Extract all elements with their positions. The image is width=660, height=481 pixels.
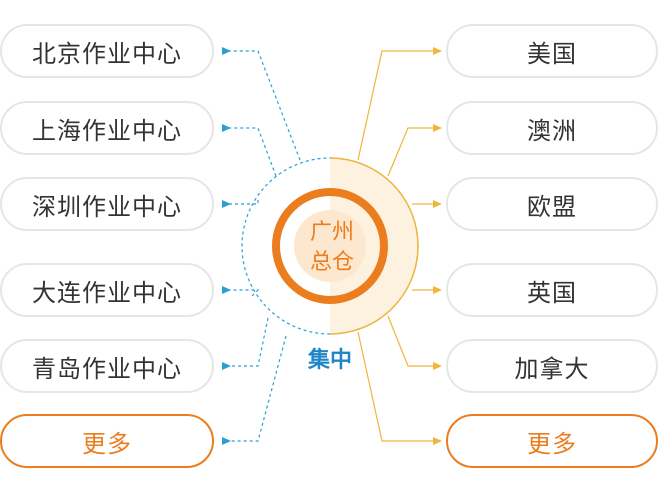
right-connector-line <box>387 315 436 367</box>
left-connector-line <box>226 200 259 205</box>
right-connector-line <box>357 50 436 161</box>
right-arrow-icon <box>433 124 442 132</box>
hub-inner-glow <box>294 210 366 282</box>
right-connector-line <box>387 127 436 177</box>
left-arrow-icon <box>222 362 231 370</box>
right-node-eu[interactable]: 欧盟 <box>446 177 658 231</box>
left-node-shenzhen[interactable]: 深圳作业中心 <box>0 177 214 231</box>
left-node-shanghai[interactable]: 上海作业中心 <box>0 101 214 155</box>
hub-label-line2: 总仓 <box>309 250 354 275</box>
left-arrow-icon <box>222 47 231 55</box>
left-connector-line <box>226 335 287 442</box>
right-arrow-icon <box>433 286 442 294</box>
left-node-dalian[interactable]: 大连作业中心 <box>0 263 214 317</box>
right-arrow-icon <box>433 362 442 370</box>
right-connector-line <box>357 331 436 442</box>
hub-right-halo <box>330 158 418 334</box>
left-node-qingdao[interactable]: 青岛作业中心 <box>0 339 214 393</box>
right-node-uk[interactable]: 英国 <box>446 263 658 317</box>
right-node-canada[interactable]: 加拿大 <box>446 339 658 393</box>
hub-right-ring <box>329 157 419 335</box>
hub-main-ring <box>272 188 388 304</box>
right-arrow-icon <box>433 200 442 208</box>
left-connector-line <box>226 127 277 177</box>
hub-label: 广州 总仓 <box>296 218 368 278</box>
left-connector-line <box>226 317 269 367</box>
right-node-australia[interactable]: 澳洲 <box>446 101 658 155</box>
right-arrow-icon <box>433 47 442 55</box>
right-more-button[interactable]: 更多 <box>446 414 658 468</box>
center-label: 集中 <box>307 348 352 373</box>
left-arrow-icon <box>222 200 231 208</box>
right-arrow-icon <box>433 437 442 445</box>
right-node-usa[interactable]: 美国 <box>446 24 658 78</box>
left-node-beijing[interactable]: 北京作业中心 <box>0 24 214 78</box>
hub-label-line1: 广州 <box>309 220 354 245</box>
left-connector-line <box>226 289 260 297</box>
left-connector-line <box>226 50 301 161</box>
left-more-button[interactable]: 更多 <box>0 414 214 468</box>
left-arrow-icon <box>222 124 231 132</box>
left-arrow-icon <box>222 437 231 445</box>
left-arrow-icon <box>222 286 231 294</box>
